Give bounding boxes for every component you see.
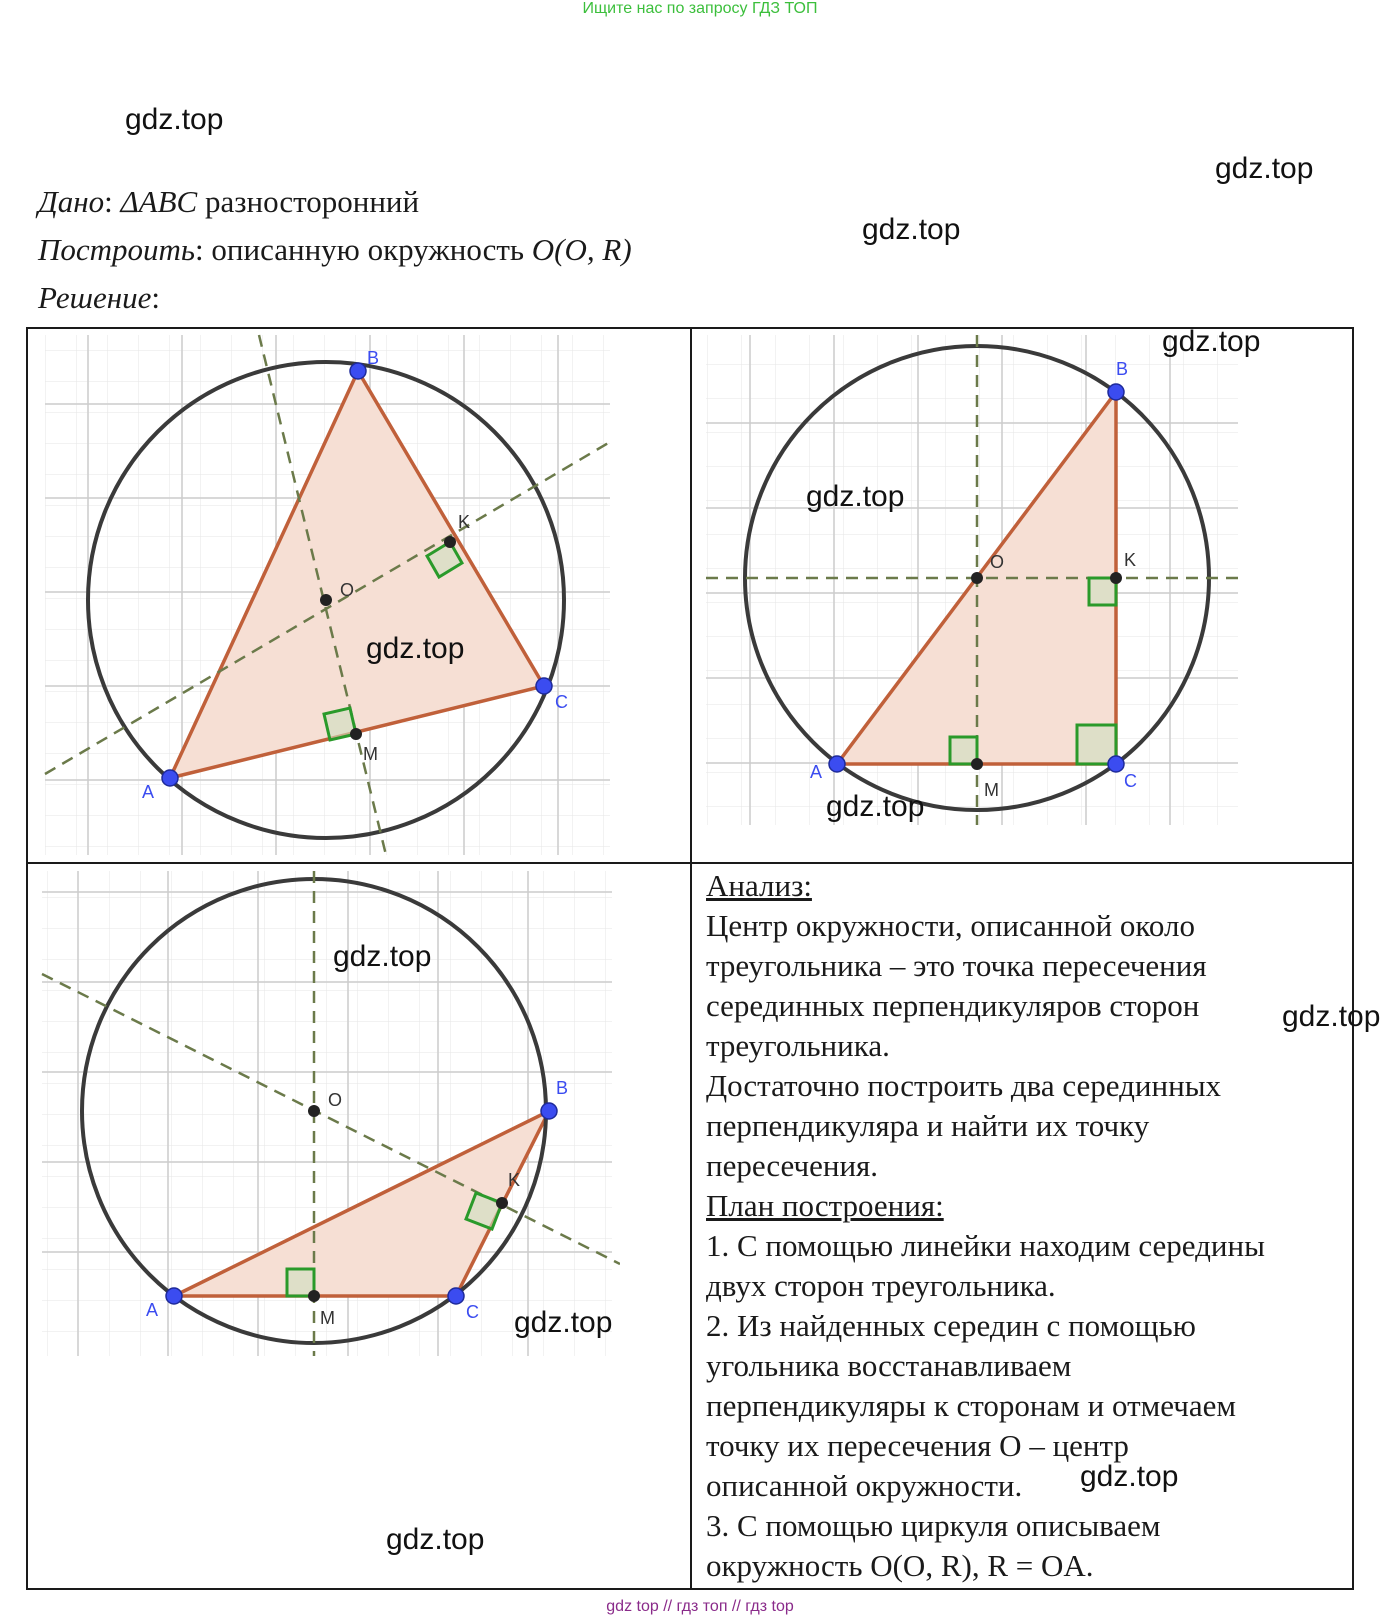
vertex-b bbox=[349, 362, 367, 380]
vertex-c bbox=[1107, 755, 1125, 773]
right-angle-k bbox=[464, 1191, 504, 1231]
construct-line: Построить: описанную окружность O(O, R) bbox=[38, 232, 632, 267]
solution-line: Решение: bbox=[38, 280, 160, 315]
plan-line: угольника восстанавливаем bbox=[706, 1348, 1072, 1383]
given-text: разносторонний bbox=[204, 184, 420, 219]
watermark: gdz.top bbox=[386, 1523, 485, 1556]
label-k: K bbox=[508, 1170, 520, 1190]
bottom-banner: gdz top // гдз топ // гдз top bbox=[606, 1598, 794, 1615]
right-angle-m bbox=[322, 706, 358, 742]
watermark: gdz.top bbox=[333, 940, 432, 973]
top-banner: Ищите нас по запросу ГДЗ ТОП bbox=[582, 0, 818, 17]
watermark: gdz.top bbox=[125, 103, 224, 136]
figure-obtuse-triangle: A B C K M O bbox=[41, 871, 620, 1356]
perpendicular-bisector-bc bbox=[41, 972, 620, 1266]
analysis-line: треугольника. bbox=[706, 1028, 890, 1063]
midpoint-k bbox=[1110, 572, 1122, 584]
plan-line: 1. С помощью линейки находим середины bbox=[706, 1228, 1265, 1263]
construct-math: O(O, R) bbox=[531, 232, 632, 267]
label-m: M bbox=[984, 780, 999, 800]
vertex-c bbox=[535, 677, 553, 695]
plan-line: двух сторон треугольника. bbox=[706, 1268, 1056, 1303]
label-c: C bbox=[466, 1302, 479, 1322]
center-o bbox=[308, 1105, 320, 1117]
right-angle-c bbox=[1075, 723, 1118, 766]
watermark: gdz.top bbox=[366, 632, 465, 665]
solution-label: Решение bbox=[38, 280, 152, 315]
plan-line: описанной окружности. bbox=[706, 1468, 1023, 1503]
plan-line: точку их пересечения O – центр bbox=[706, 1428, 1129, 1463]
frame-divider-horizontal bbox=[26, 862, 1354, 864]
given-label: Дано bbox=[38, 184, 105, 219]
analysis-block: Анализ: Центр окружности, описанной окол… bbox=[706, 866, 1346, 1586]
label-o: O bbox=[990, 552, 1004, 572]
watermark: gdz.top bbox=[1080, 1460, 1179, 1493]
plan-line: 3. С помощью циркуля описываем bbox=[706, 1508, 1161, 1543]
midpoint-m bbox=[308, 1290, 320, 1302]
watermark: gdz.top bbox=[826, 790, 925, 823]
construct-text: описанную окружность bbox=[211, 232, 525, 267]
center-o bbox=[320, 594, 332, 606]
construct-label: Построить bbox=[38, 232, 196, 267]
label-o: O bbox=[340, 580, 354, 600]
vertex-b bbox=[1107, 383, 1125, 401]
perpendicular-bisector-bc bbox=[44, 440, 610, 776]
label-a: A bbox=[146, 1300, 158, 1320]
plan-line: 2. Из найденных середин с помощью bbox=[706, 1308, 1196, 1343]
watermark: gdz.top bbox=[1162, 325, 1261, 358]
right-angle-m bbox=[948, 735, 979, 766]
vertex-a bbox=[161, 769, 179, 787]
watermark: gdz.top bbox=[514, 1306, 613, 1339]
watermark: gdz.top bbox=[1282, 1000, 1381, 1033]
figure-right-triangle: A B C K M O bbox=[706, 335, 1238, 825]
vertex-c bbox=[447, 1287, 465, 1305]
right-angle-k bbox=[1087, 576, 1118, 607]
midpoint-k bbox=[444, 536, 456, 548]
vertex-a bbox=[165, 1287, 183, 1305]
watermark: gdz.top bbox=[862, 213, 961, 246]
analysis-line: серединных перпендикуляров сторон bbox=[706, 988, 1200, 1023]
label-m: M bbox=[320, 1308, 335, 1328]
plan-line: перпендикуляры к сторонам и отмечаем bbox=[706, 1388, 1236, 1423]
label-c: C bbox=[1124, 771, 1137, 791]
label-b: B bbox=[367, 348, 379, 368]
midpoint-k bbox=[496, 1197, 508, 1209]
grid-major bbox=[42, 871, 612, 1356]
label-b: B bbox=[1116, 359, 1128, 379]
label-c: C bbox=[555, 692, 568, 712]
label-m: M bbox=[363, 744, 378, 764]
analysis-heading: Анализ: bbox=[706, 868, 812, 903]
analysis-line: Центр окружности, описанной около bbox=[706, 908, 1195, 943]
midpoint-m bbox=[971, 758, 983, 770]
label-o: O bbox=[328, 1090, 342, 1110]
analysis-line: пересечения. bbox=[706, 1148, 879, 1183]
circumcircle bbox=[86, 360, 566, 840]
given-math: ΔABC bbox=[120, 184, 198, 219]
plan-line: окружность O(O, R), R = OA. bbox=[706, 1548, 1094, 1583]
midpoint-m bbox=[350, 728, 362, 740]
watermark: gdz.top bbox=[1215, 152, 1314, 185]
center-o bbox=[971, 572, 983, 584]
plan-heading: План построения: bbox=[706, 1188, 944, 1223]
label-a: A bbox=[142, 782, 154, 802]
label-a: A bbox=[810, 762, 822, 782]
perpendicular-bisector-ac bbox=[257, 334, 388, 856]
figure-acute-triangle: A B C K M O bbox=[44, 334, 610, 856]
analysis-line: перпендикуляра и найти их точку bbox=[706, 1108, 1150, 1143]
right-angle-k bbox=[424, 539, 465, 580]
vertex-b bbox=[540, 1102, 558, 1120]
label-b: B bbox=[556, 1078, 568, 1098]
analysis-line: Достаточно построить два серединных bbox=[706, 1068, 1222, 1103]
label-k: K bbox=[458, 512, 470, 532]
given-line: Дано: ΔABC разносторонний bbox=[38, 184, 420, 219]
frame-divider-vertical bbox=[690, 327, 692, 1590]
label-k: K bbox=[1124, 550, 1136, 570]
watermark: gdz.top bbox=[806, 480, 905, 513]
analysis-line: треугольника – это точка пересечения bbox=[706, 948, 1207, 983]
right-angle-m bbox=[285, 1267, 316, 1298]
vertex-a bbox=[828, 755, 846, 773]
